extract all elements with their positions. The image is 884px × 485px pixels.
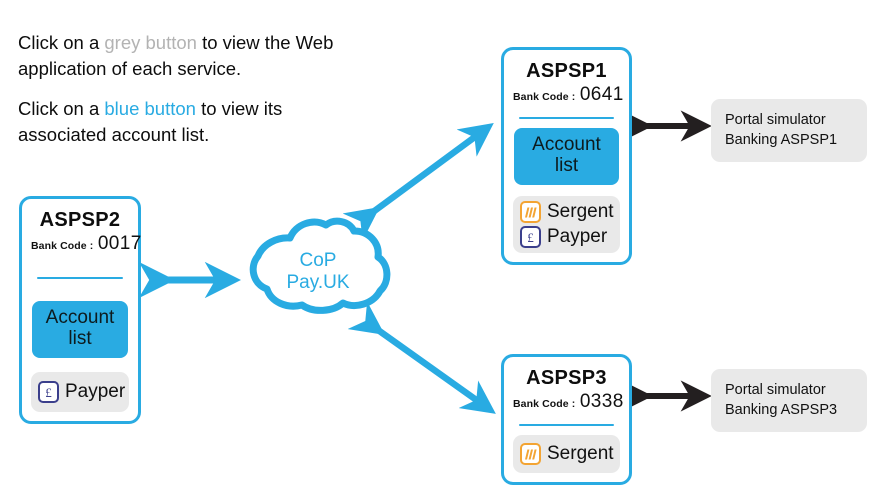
card-aspsp3-divider — [519, 423, 614, 427]
aspsp3-service-sergent[interactable]: Sergent — [520, 443, 614, 466]
portal1-line-2: Banking ASPSP1 — [725, 131, 838, 148]
portal-simulator-aspsp3[interactable]: Portal simulator Banking ASPSP3 — [711, 369, 867, 433]
aspsp1-service-payper-label: Payper — [547, 226, 608, 248]
cloud-shape — [249, 217, 391, 314]
aspsp1-service-sergent-label: Sergent — [547, 201, 614, 223]
sergent-icon — [520, 201, 541, 224]
portal1-line-1: Portal simulator — [725, 112, 826, 128]
card-aspsp2-title: ASPSP2 — [39, 209, 121, 231]
sergent-icon — [520, 443, 541, 466]
card-aspsp1-divider — [519, 116, 614, 120]
aspsp1-service-sergent[interactable]: Sergent — [520, 201, 614, 224]
portal3-line-2: Banking ASPSP3 — [725, 401, 838, 418]
card-aspsp2-bank-code: Bank Code : 0017 — [31, 233, 141, 255]
blue-button-keyword: blue button — [104, 98, 196, 120]
bank-code-value: 0017 — [97, 233, 142, 254]
instruction-2-prefix: Click on a — [18, 98, 105, 120]
portal3-line-1: Portal simulator — [725, 382, 826, 398]
aspsp2-service-payper-label: Payper — [65, 381, 126, 403]
sergent-stripes — [525, 207, 537, 218]
bank-code-value: 0338 — [579, 391, 624, 412]
aspsp3-service-sergent-label: Sergent — [547, 443, 614, 465]
aspsp2-services: £ Payper — [31, 372, 129, 413]
aspsp3-services: Sergent — [513, 435, 620, 474]
bank-code-label: Bank Code : — [31, 240, 94, 252]
grey-button-keyword: grey button — [104, 32, 197, 53]
aspsp2-account-list-button[interactable]: Account list — [32, 301, 128, 359]
card-aspsp1-bank-code: Bank Code : 0641 — [513, 84, 623, 106]
arrow-cloud-aspsp3 — [347, 301, 496, 414]
card-aspsp3[interactable]: ASPSP3 Bank Code : 0338 Sergent — [501, 354, 632, 485]
card-aspsp3-title: ASPSP3 — [526, 367, 607, 389]
card-aspsp1-title: ASPSP1 — [526, 60, 607, 82]
card-aspsp2[interactable]: ASPSP2 Bank Code : 0017 Account list £ P… — [19, 196, 141, 425]
instructions-text: Click on a grey button to view the Web a… — [18, 30, 368, 162]
instruction-1-suffix: to view the Web application of each serv… — [18, 32, 334, 79]
bank-code-value: 0641 — [579, 84, 624, 105]
bank-code-label: Bank Code : — [513, 91, 576, 103]
bank-code-label: Bank Code : — [513, 398, 576, 410]
card-aspsp2-divider — [37, 276, 123, 280]
instruction-2-suffix: to view its associated account list. — [18, 98, 283, 145]
card-aspsp3-bank-code: Bank Code : 0338 — [513, 391, 623, 413]
portal-simulator-aspsp1[interactable]: Portal simulator Banking ASPSP1 — [711, 99, 867, 163]
arrow-cloud-aspsp1 — [342, 122, 494, 241]
pound-symbol: £ — [527, 229, 534, 245]
instruction-1-prefix: Click on a — [18, 32, 105, 53]
instruction-line-2: Click on a blue button to view its assoc… — [18, 96, 368, 147]
sergent-stripes — [525, 449, 537, 460]
cop-payuk-cloud[interactable]: CoP Pay.UK — [243, 212, 393, 334]
aspsp1-account-list-button[interactable]: Account list — [514, 128, 619, 186]
payper-icon: £ — [520, 226, 541, 249]
payper-icon: £ — [38, 381, 59, 404]
card-aspsp1[interactable]: ASPSP1 Bank Code : 0641 Account list Ser… — [501, 47, 632, 266]
aspsp2-service-payper[interactable]: £ Payper — [38, 381, 126, 404]
aspsp1-services: Sergent £ Payper — [513, 196, 620, 254]
aspsp1-service-payper[interactable]: £ Payper — [520, 226, 613, 249]
instruction-line-1: Click on a grey button to view the Web a… — [18, 30, 368, 81]
pound-symbol: £ — [45, 384, 52, 400]
